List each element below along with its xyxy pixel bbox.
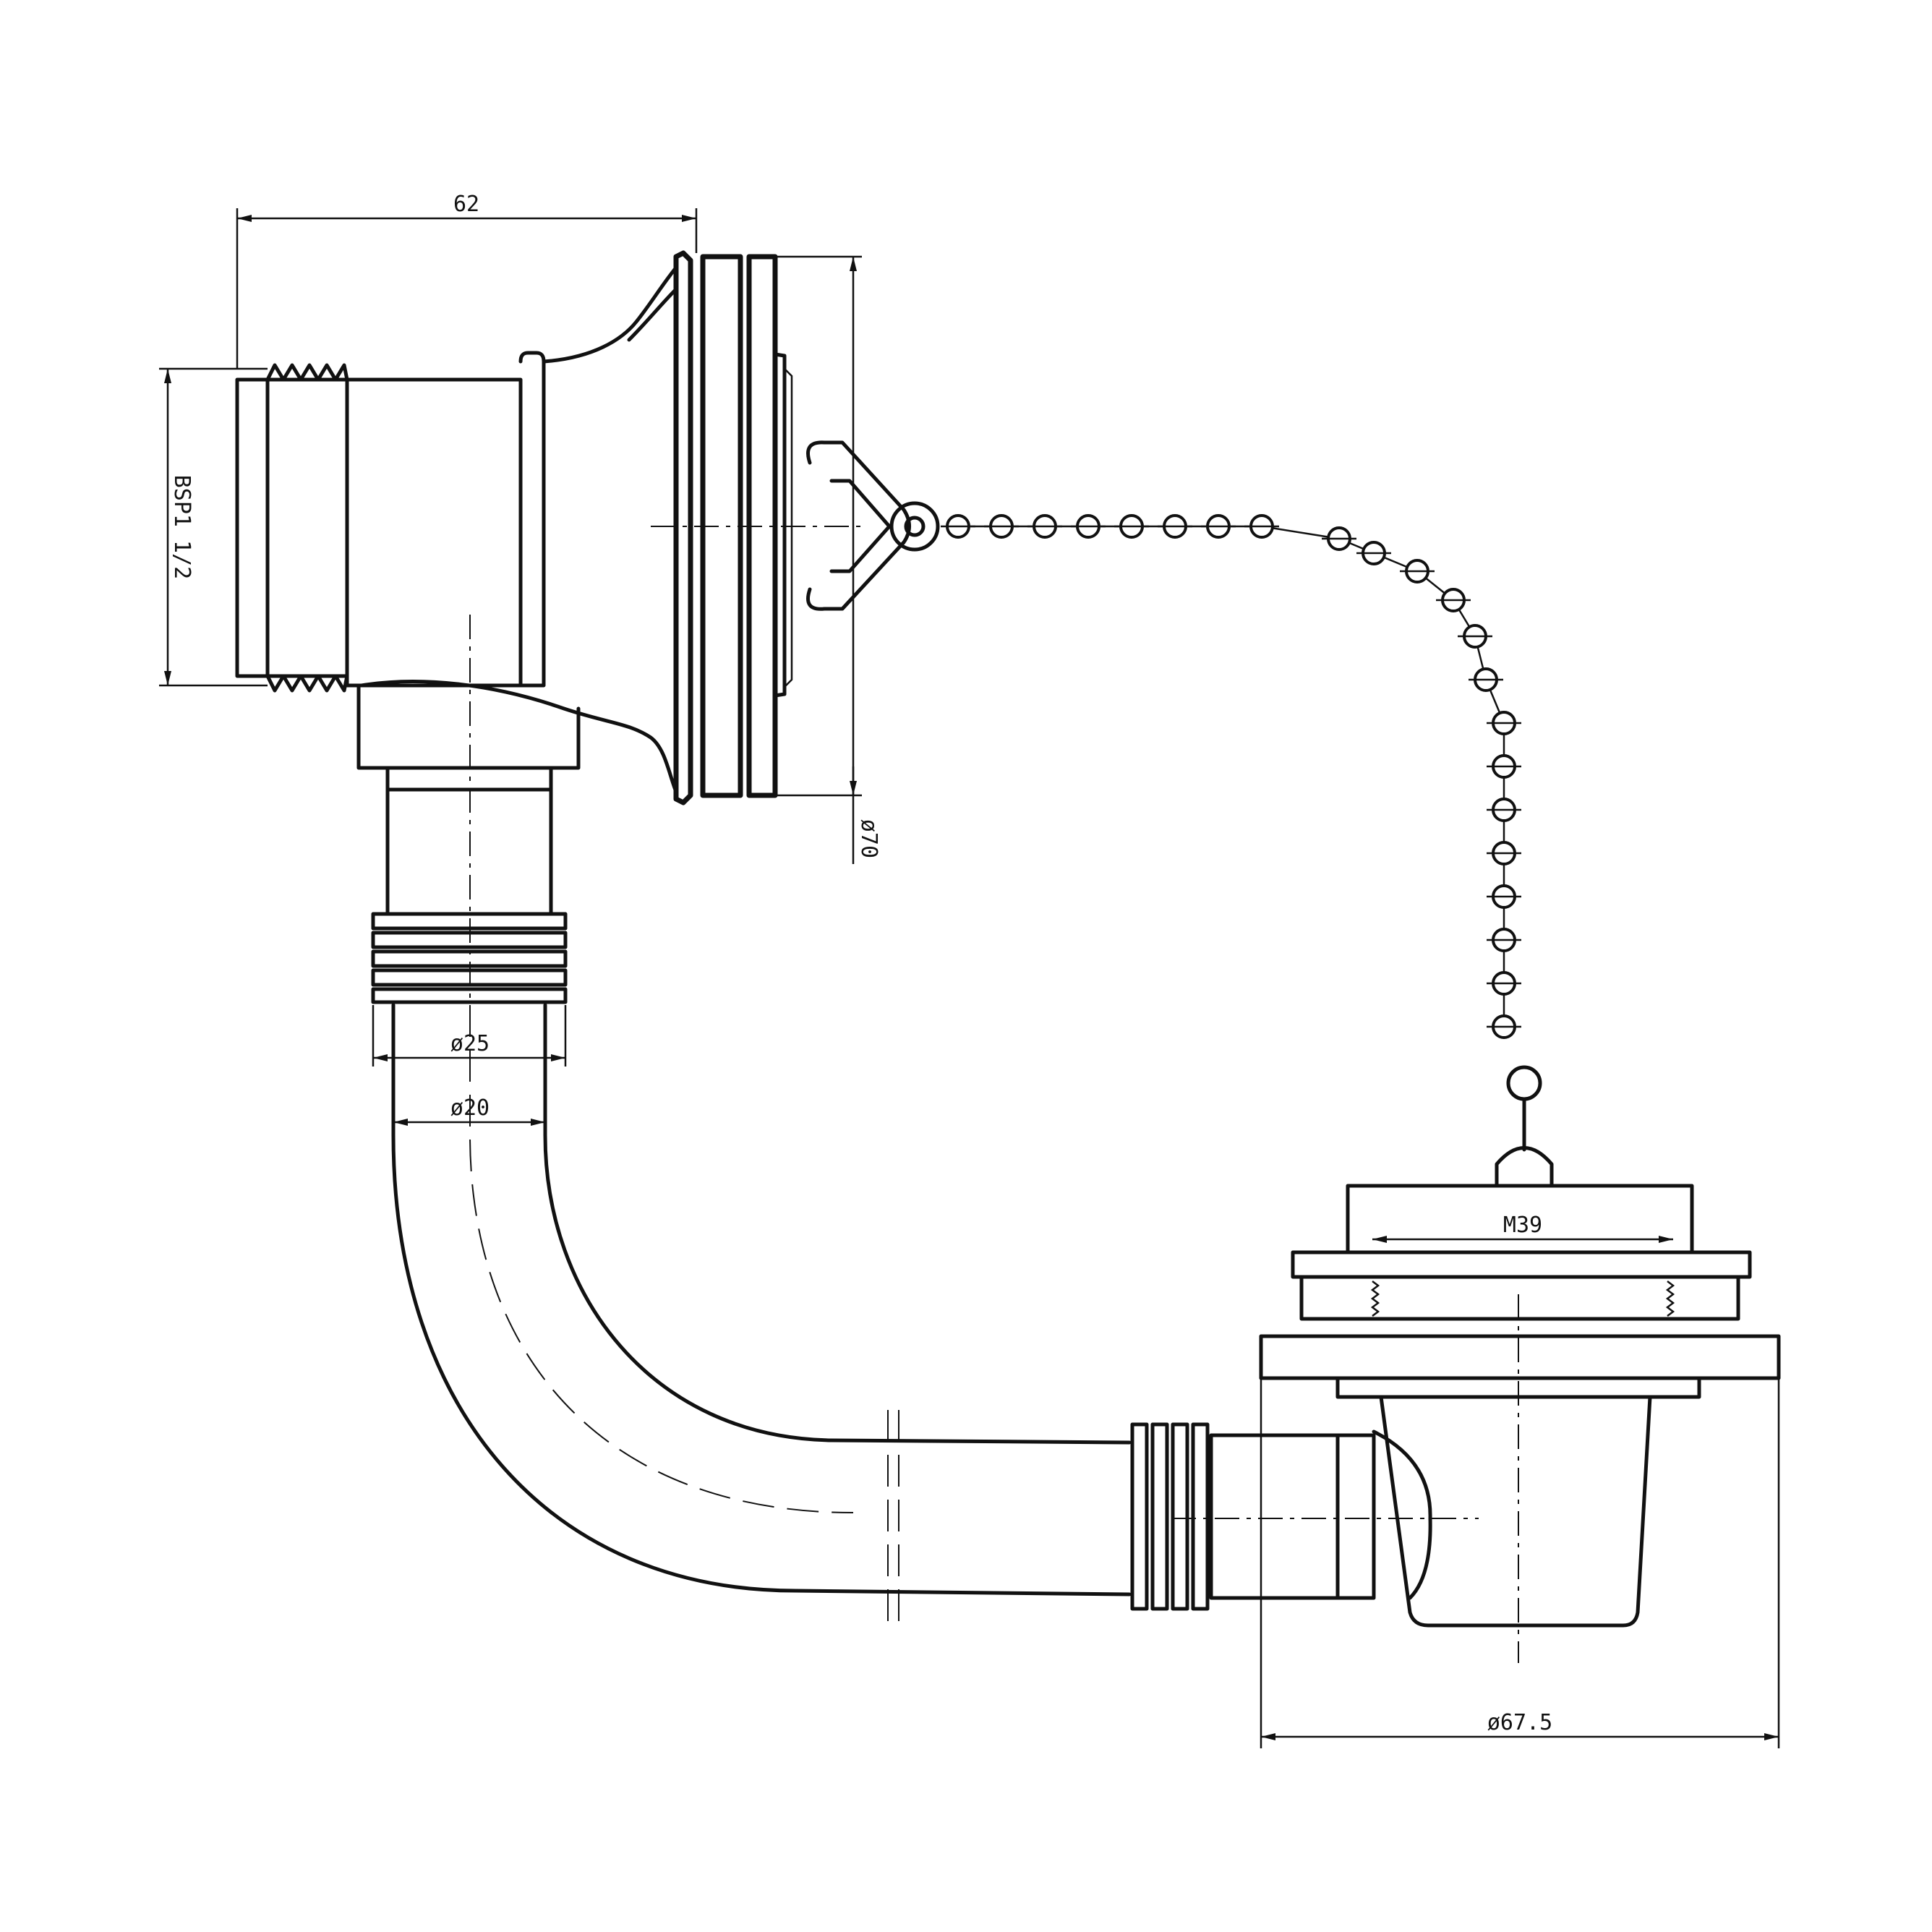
flexible-hose <box>391 1003 1132 1627</box>
chain-anchor <box>806 440 940 611</box>
collar-ring <box>518 351 546 688</box>
dim-thread: BSP1 1/2 <box>169 475 195 580</box>
dim-hose-inner: ø20 <box>450 1095 490 1121</box>
threaded-nipple <box>235 377 270 678</box>
bell-top-inner <box>627 287 678 342</box>
plug-stem <box>1495 1065 1554 1188</box>
dim-overflow-face: ø70 <box>856 819 881 858</box>
outlet-pipe-waste <box>1209 1433 1340 1600</box>
dim-waste-thread: M39 <box>1503 1213 1542 1238</box>
chain-connector <box>1261 525 1340 540</box>
waste-flange-top <box>1291 1250 1752 1279</box>
dim-waste-flange: ø67.5 <box>1487 1710 1552 1735</box>
thread-body <box>265 377 349 678</box>
waste-thread-zone <box>1299 1275 1740 1321</box>
bell-top <box>542 255 678 364</box>
hose-rib-5 <box>371 987 568 1004</box>
side-outlet <box>1372 1429 1432 1600</box>
waste-rib-4 <box>1191 1422 1210 1611</box>
hose-centreline <box>469 1005 854 1513</box>
overflow-cap-inner <box>784 368 793 688</box>
dim-overflow-length: 62 <box>453 192 479 217</box>
plug-knob <box>1495 1146 1554 1188</box>
overflow-assembly <box>235 250 860 1020</box>
anchor-eye-inner <box>904 516 926 537</box>
thread-left <box>1370 1281 1380 1317</box>
flange-plate-1 <box>673 250 693 805</box>
waste-assembly <box>1130 1184 1781 1663</box>
thread-teeth-top <box>265 363 349 382</box>
anchor-loop-inner <box>829 479 892 573</box>
overflow-tube <box>345 377 523 688</box>
thread-right <box>1665 1281 1675 1317</box>
anchor-loop <box>806 440 911 611</box>
overflow-cap <box>773 352 787 698</box>
waste-rib-1 <box>1130 1422 1149 1611</box>
waste-rib-3 <box>1171 1422 1189 1611</box>
plug-chain <box>941 514 1521 1039</box>
waste-flange-bottom <box>1259 1334 1781 1380</box>
dim-hose-outer: ø25 <box>450 1031 490 1056</box>
hose-outer-wall <box>391 1003 1132 1597</box>
elbow-outlet <box>356 685 581 770</box>
anchor-eye <box>889 501 940 552</box>
outlet-spigot-waste <box>1335 1433 1376 1600</box>
plug-ring <box>1506 1065 1542 1101</box>
thread-teeth-bottom <box>265 674 349 693</box>
waste-rib-2 <box>1150 1422 1169 1611</box>
dimensions: 62 BSP1 1/2 ø70 ø25 ø20 M39 ø67.5 <box>159 192 1780 1748</box>
hose-inner-wall <box>543 1003 1132 1445</box>
bell-bottom <box>359 680 678 801</box>
waste-body <box>1379 1395 1652 1628</box>
